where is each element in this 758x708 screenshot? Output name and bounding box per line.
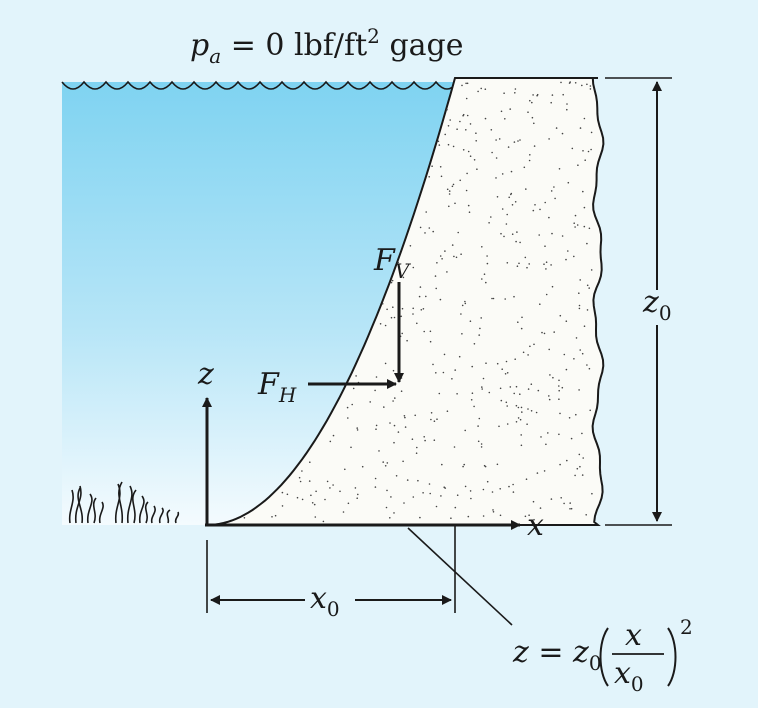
- pressure-label: pa = 0 lbf/ft2 gage: [190, 24, 464, 68]
- equation-leader-line: [407, 527, 513, 626]
- dam-body: [206, 77, 605, 526]
- svg-text:x: x: [625, 618, 642, 653]
- dam-stipple: [243, 81, 593, 523]
- svg-text:x0: x0: [614, 656, 644, 696]
- height-label: z0: [642, 285, 672, 325]
- x-axis-label: x: [527, 508, 544, 543]
- curve-equation: z = z0 x x0 2: [512, 615, 693, 696]
- width-label: x0: [310, 581, 340, 621]
- seaweed-icon: [68, 481, 180, 524]
- vertical-force-label: FV: [373, 243, 412, 283]
- svg-text:z = z0: z = z0: [512, 635, 602, 675]
- svg-text:2: 2: [680, 615, 693, 639]
- horizontal-force-label: FH: [257, 367, 297, 407]
- water-surface: [61, 80, 459, 90]
- z-axis-label: z: [197, 357, 214, 392]
